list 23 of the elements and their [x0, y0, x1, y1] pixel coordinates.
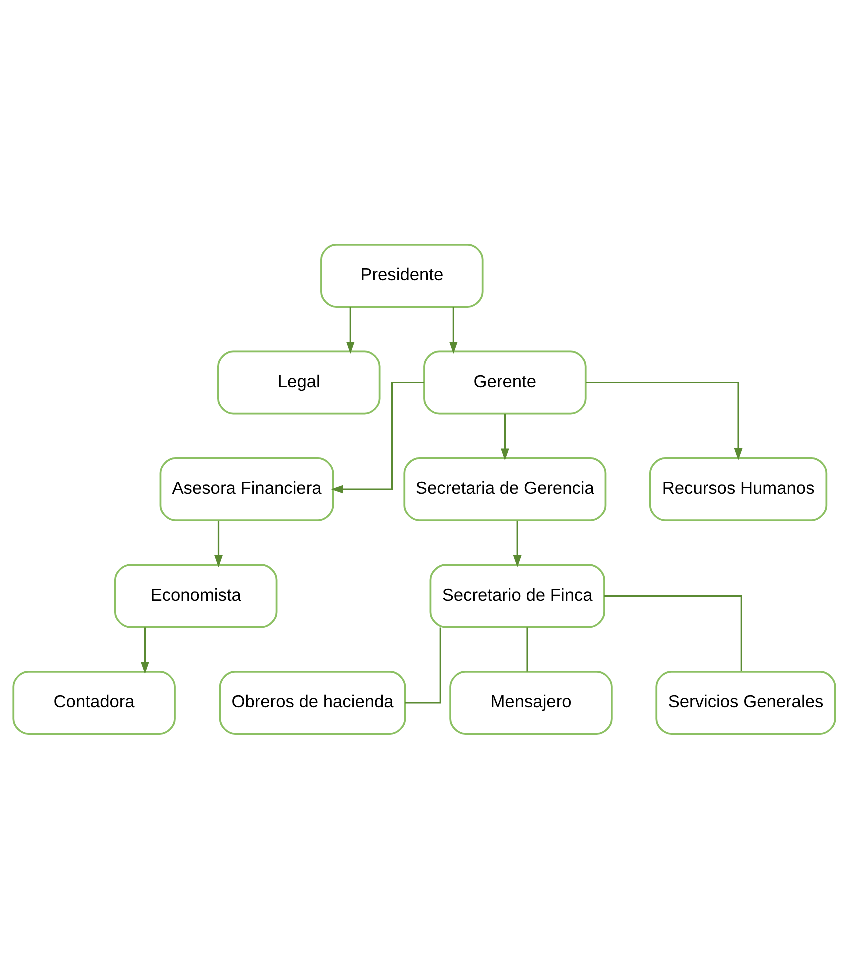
node-box: Servicios Generales [656, 670, 836, 734]
node-box: Secretaria de Gerencia [404, 457, 607, 521]
node-box: Recursos Humanos [649, 457, 828, 521]
arrow [346, 306, 355, 354]
node-box: Presidente [320, 244, 484, 308]
arrow [331, 381, 424, 494]
node-box: Secretario de Finca [430, 564, 606, 628]
node-box: Mensajero [450, 670, 613, 734]
arrow [450, 306, 458, 354]
node-box: Contadora [12, 670, 176, 734]
node-box: Legal [218, 350, 381, 414]
connector [526, 627, 528, 672]
arrow [513, 520, 522, 567]
node-box: Asesora Financiera [160, 457, 334, 521]
node-box: Economista [114, 564, 278, 628]
arrow [214, 520, 223, 567]
node-box: Obreros de hacienda [219, 670, 406, 734]
arrow [141, 627, 150, 674]
connector [405, 627, 442, 704]
connector [604, 594, 742, 672]
arrow [586, 381, 743, 460]
arrow [501, 414, 510, 460]
node-box: Gerente [424, 350, 587, 414]
